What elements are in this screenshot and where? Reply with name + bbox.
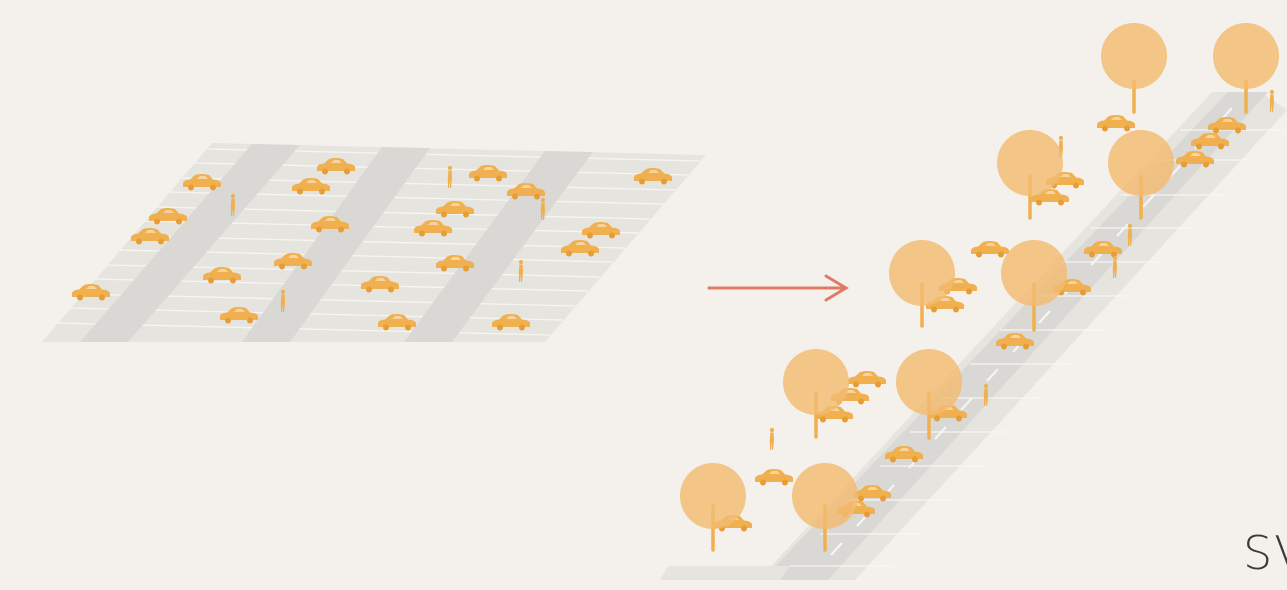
tree-icon xyxy=(889,240,955,306)
car-icon xyxy=(848,371,886,388)
tree-icon xyxy=(1108,130,1174,196)
corner-label: SV xyxy=(1243,526,1287,580)
right-arrow-icon xyxy=(707,274,849,302)
pedestrian-icon xyxy=(769,427,775,450)
aisle-3 xyxy=(404,151,593,342)
aisle-2 xyxy=(242,147,430,342)
tree-canopies xyxy=(680,23,1279,529)
car-icon xyxy=(1097,115,1135,132)
street-after xyxy=(660,23,1287,580)
aisle-1 xyxy=(80,144,300,342)
tree-icon xyxy=(896,349,962,415)
car-icon xyxy=(755,469,793,486)
tree-icon xyxy=(680,463,746,529)
tree-icon xyxy=(1101,23,1167,89)
tree-icon xyxy=(792,463,858,529)
car-icon xyxy=(971,241,1009,258)
tree-icon xyxy=(783,349,849,415)
tree-icon xyxy=(1001,240,1067,306)
lot-aisles xyxy=(80,144,593,342)
tree-icon xyxy=(997,130,1063,196)
street-end-cap xyxy=(660,566,790,580)
tree-icon xyxy=(1213,23,1279,89)
parking-lot-before xyxy=(42,143,706,342)
